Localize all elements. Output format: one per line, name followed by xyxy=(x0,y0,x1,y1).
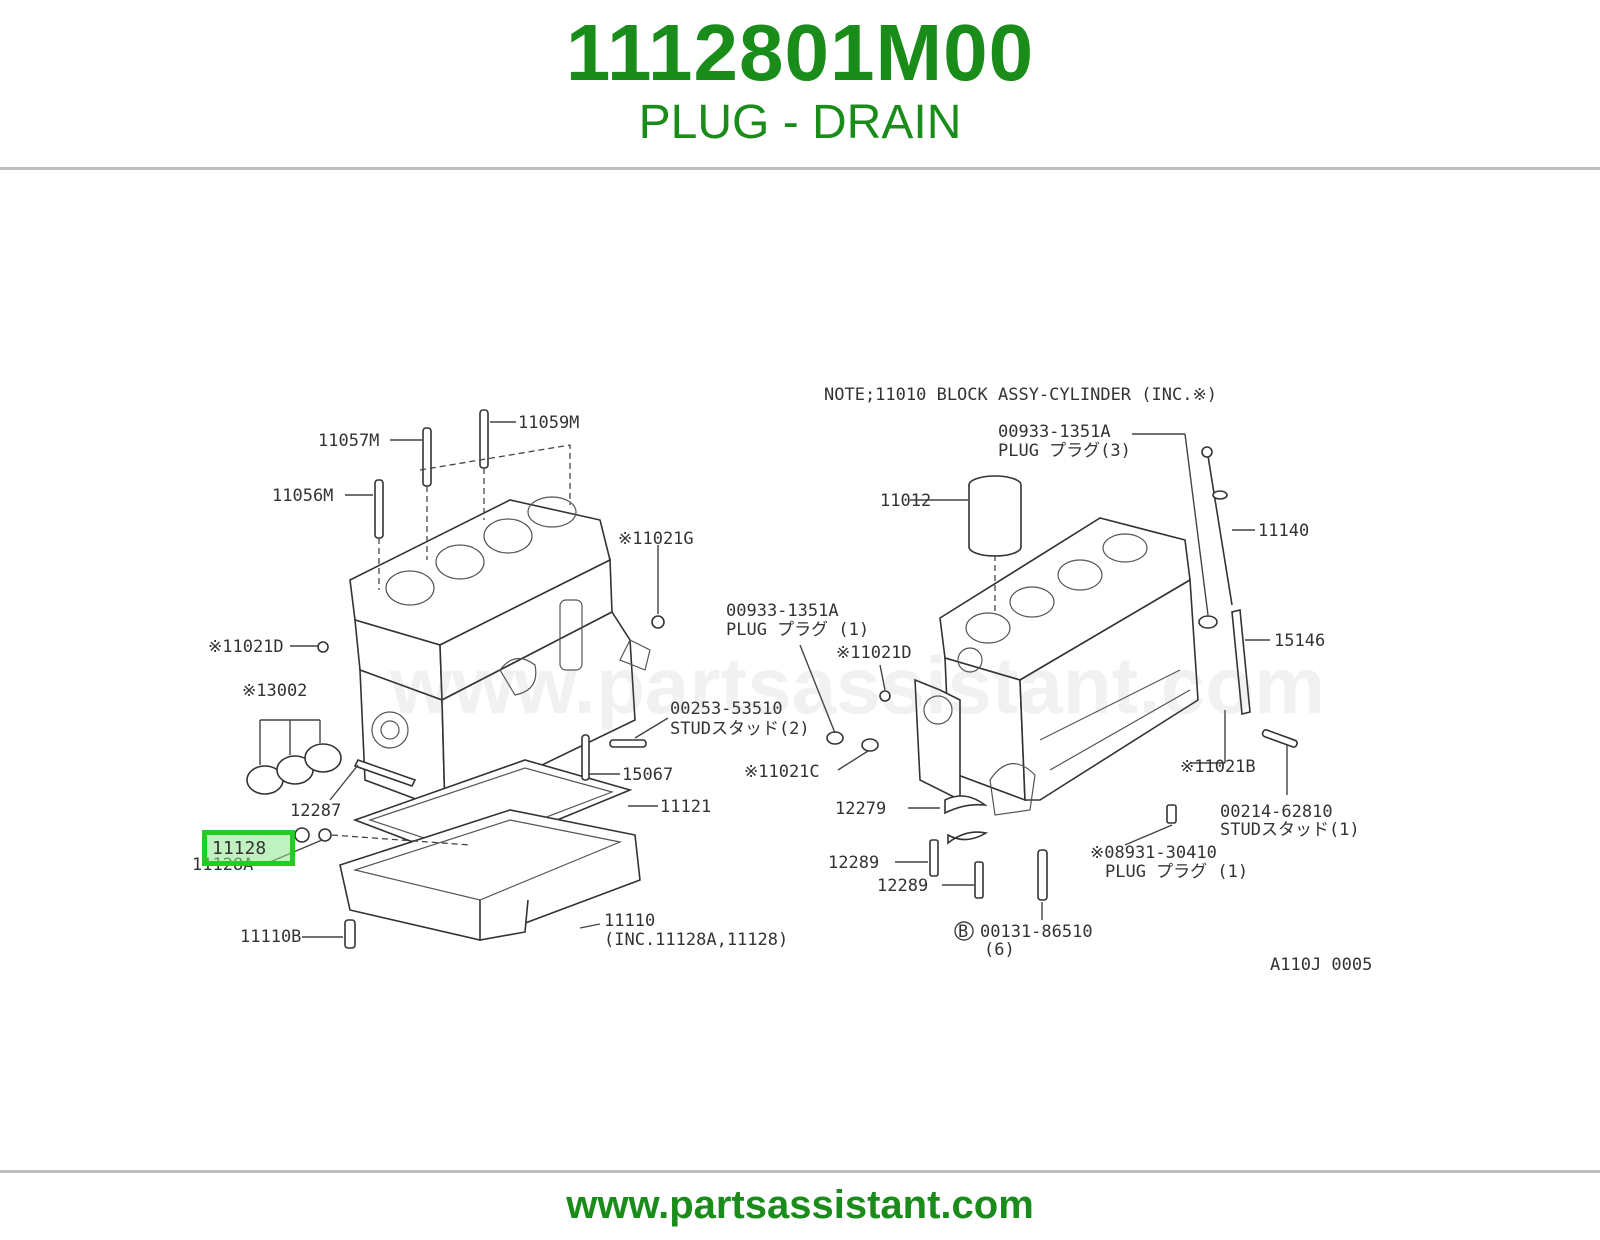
left-engine-block xyxy=(246,409,665,949)
label-00933-left: 00933-1351A xyxy=(726,601,839,621)
label-11110-inc: (INC.11128A,11128) xyxy=(604,930,788,950)
header-divider xyxy=(0,167,1600,170)
label-12289b: 12289 xyxy=(877,876,928,896)
footer-website[interactable]: www.partsassistant.com xyxy=(566,1183,1034,1227)
label-00214-62810: 00214-62810 xyxy=(1220,802,1333,822)
label-11021C: ※11021C xyxy=(744,762,820,782)
label-00131-qty: (6) xyxy=(984,940,1015,960)
label-00933-top: 00933-1351A xyxy=(998,422,1111,442)
callout-labels: 11057M 11059M 11056M ※11021G ※11021D ※13… xyxy=(192,385,1372,975)
label-15146: 15146 xyxy=(1274,631,1325,651)
label-00214-stud: STUDスタッド(1) xyxy=(1220,820,1360,840)
footer-divider xyxy=(0,1170,1600,1173)
leader-lines xyxy=(259,421,1288,938)
label-11121: 11121 xyxy=(660,797,711,817)
label-11059M: 11059M xyxy=(518,413,579,433)
label-11021G: ※11021G xyxy=(618,529,694,549)
bearing-set-13002 xyxy=(246,743,342,795)
label-11110: 11110 xyxy=(604,911,655,931)
label-11110B: 11110B xyxy=(240,927,301,947)
highlighted-part-label: 11128 xyxy=(212,838,267,859)
part-description: PLUG - DRAIN xyxy=(638,96,962,149)
label-12279: 12279 xyxy=(835,799,886,819)
label-00933-left-plug: PLUG プラグ (1) xyxy=(726,620,869,640)
label-00131-86510: 00131-86510 xyxy=(980,922,1093,942)
label-13002: ※13002 xyxy=(242,681,307,701)
label-11012: 11012 xyxy=(880,491,931,511)
label-00131-circle: B xyxy=(958,922,968,942)
exploded-view-svg: 11057M 11059M 11056M ※11021G ※11021D ※13… xyxy=(192,385,1372,975)
label-11140: 11140 xyxy=(1258,521,1309,541)
label-15067: 15067 xyxy=(622,765,673,785)
label-12289a: 12289 xyxy=(828,853,879,873)
drain-plug-shape xyxy=(294,827,310,843)
drain-washer-shape xyxy=(318,828,332,842)
diagram-note: NOTE;11010 BLOCK ASSY-CYLINDER (INC.※) xyxy=(824,385,1217,405)
label-00933-top-plug: PLUG プラグ(3) xyxy=(998,441,1131,461)
label-08931-plug: PLUG プラグ (1) xyxy=(1105,862,1248,882)
label-00253-53510: 00253-53510 xyxy=(670,699,783,719)
label-11021B: ※11021B xyxy=(1180,757,1256,777)
label-08931-30410: ※08931-30410 xyxy=(1090,843,1217,863)
label-11057M: 11057M xyxy=(318,431,379,451)
cylinder-liner-11012 xyxy=(968,475,1022,557)
label-11056M: 11056M xyxy=(272,486,333,506)
parts-diagram: 11057M 11059M 11056M ※11021G ※11021D ※13… xyxy=(180,340,1420,1010)
part-number-title: 1112801M00 xyxy=(565,8,1035,97)
label-00253-stud: STUDスタッド(2) xyxy=(670,719,810,739)
right-engine-block xyxy=(826,446,1298,901)
page-header: 1112801M00 PLUG - DRAIN xyxy=(0,0,1600,170)
label-12287: 12287 xyxy=(290,801,341,821)
diagram-ref-code: A110J 0005 xyxy=(1270,955,1372,975)
highlighted-part-box[interactable]: 11128 xyxy=(202,830,295,866)
label-11021D-right: ※11021D xyxy=(836,643,912,663)
label-11021D-left: ※11021D xyxy=(208,637,284,657)
